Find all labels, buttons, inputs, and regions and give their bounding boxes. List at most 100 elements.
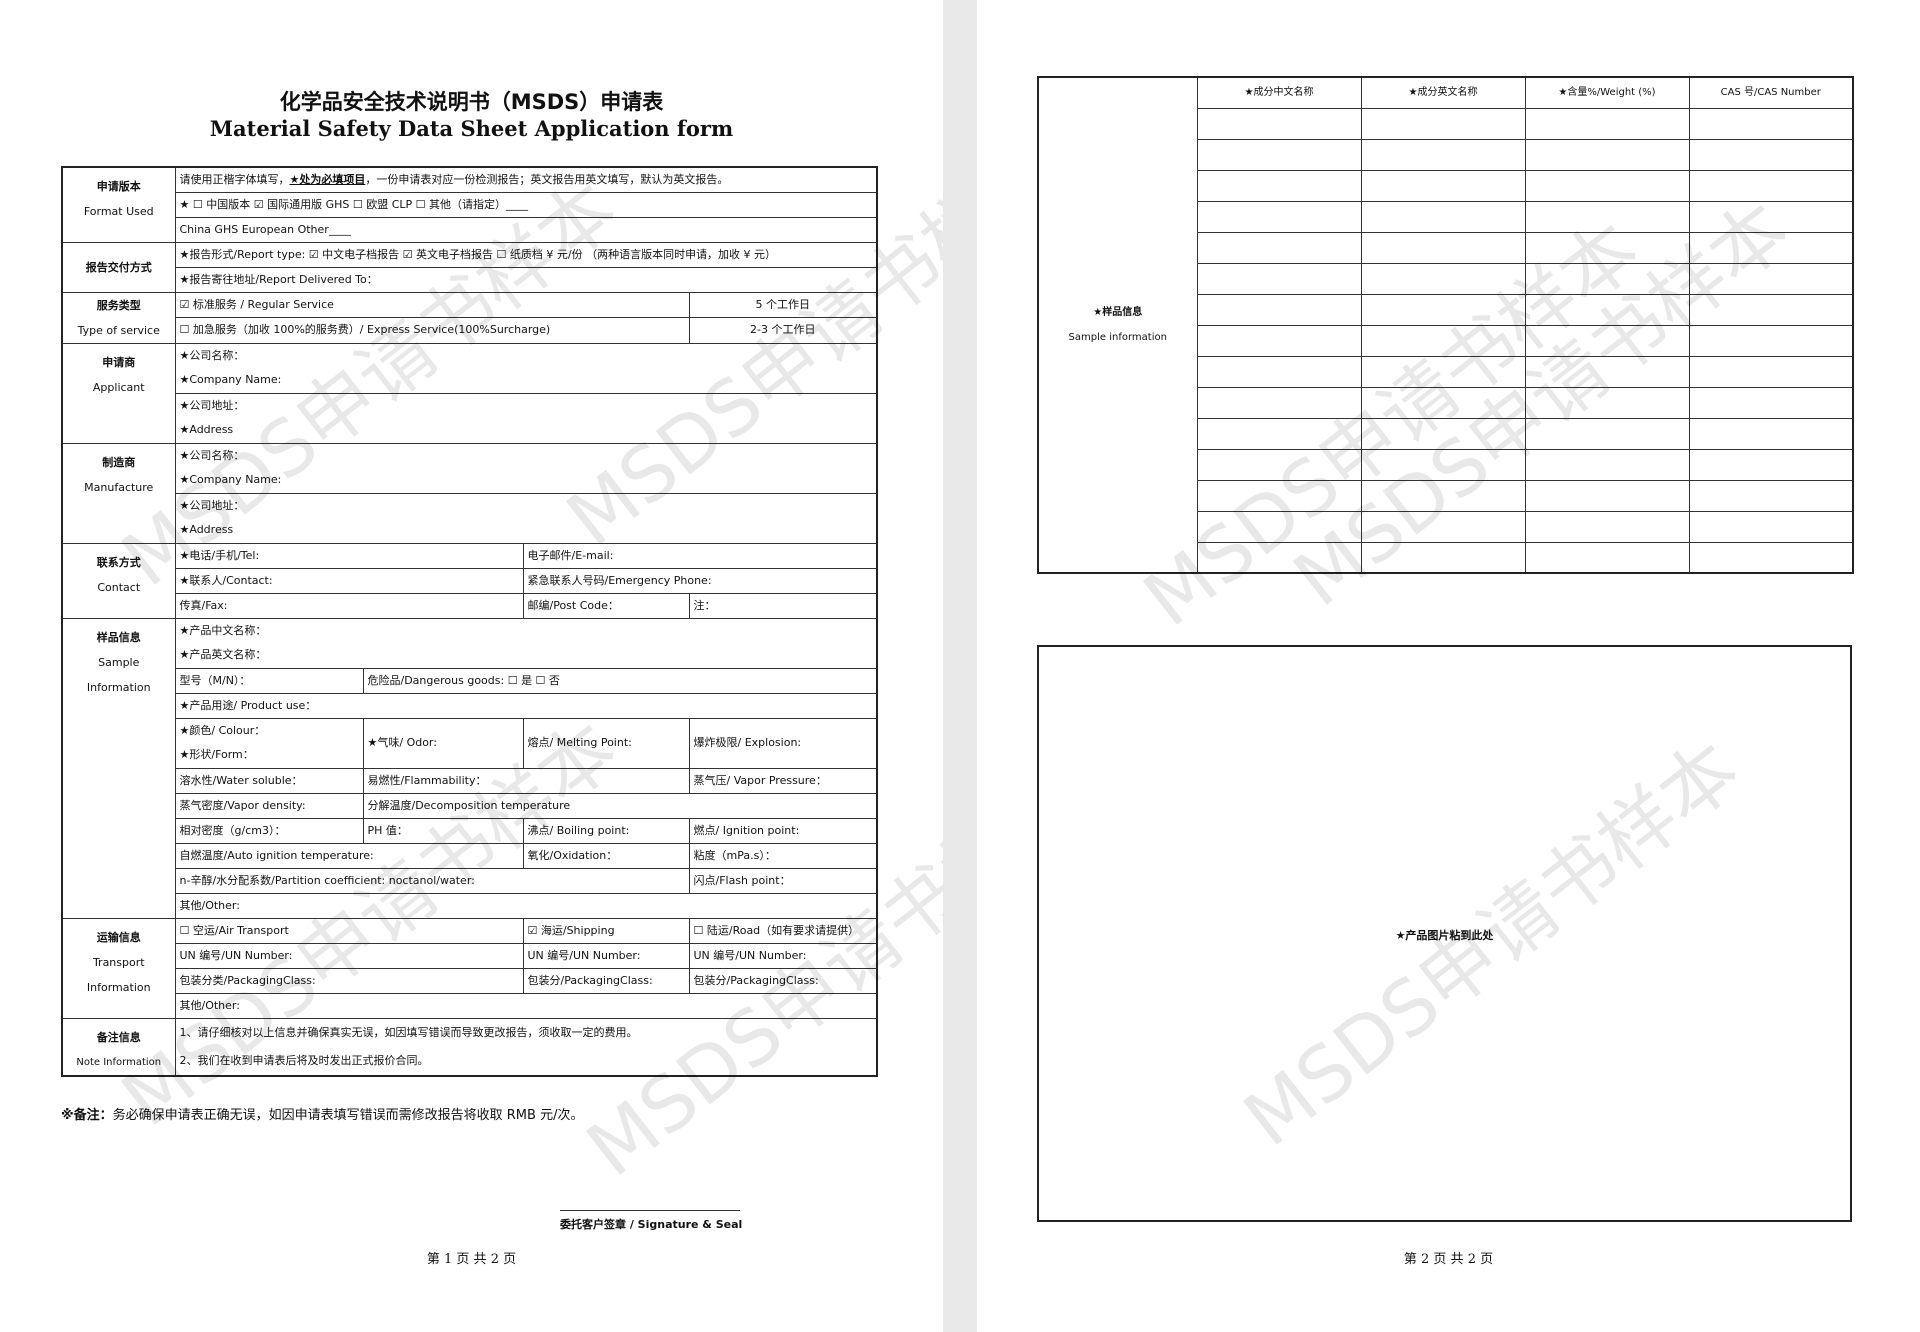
- decomposition-field[interactable]: 分解温度/Decomposition temperature: [362, 792, 878, 819]
- composition-cell[interactable]: [1196, 200, 1362, 233]
- applicant-address-cn-field[interactable]: ★公司地址：: [174, 392, 878, 418]
- composition-cell[interactable]: [1688, 262, 1854, 295]
- relative-density-field[interactable]: 相对密度（g/cm3）：: [174, 817, 364, 844]
- composition-cell[interactable]: [1688, 138, 1854, 171]
- melting-point-field[interactable]: 熔点/ Melting Point:: [522, 717, 690, 769]
- composition-cell[interactable]: [1688, 293, 1854, 326]
- sample-other-field[interactable]: 其他/Other:: [174, 892, 878, 919]
- composition-cell[interactable]: [1360, 262, 1526, 295]
- composition-cell[interactable]: [1688, 200, 1854, 233]
- composition-cell[interactable]: [1524, 293, 1690, 326]
- composition-cell[interactable]: [1196, 293, 1362, 326]
- composition-cell[interactable]: [1196, 324, 1362, 357]
- composition-cell[interactable]: [1524, 324, 1690, 357]
- product-photo-area[interactable]: ★产品图片粘到此处: [1037, 645, 1852, 1222]
- tel-field[interactable]: ★电话/手机/Tel:: [174, 542, 524, 569]
- applicant-company-en-field[interactable]: ★Company Name:: [174, 368, 878, 394]
- packaging-class-field-3[interactable]: 包装分/PackagingClass:: [688, 967, 878, 994]
- ignition-point-field[interactable]: 燃点/ Ignition point:: [688, 817, 878, 844]
- composition-cell[interactable]: [1196, 417, 1362, 450]
- partition-coefficient-field[interactable]: n-辛醇/水分配系数/Partition coefficient: noctan…: [174, 867, 690, 894]
- vapor-pressure-field[interactable]: 蒸气压/ Vapor Pressure：: [688, 767, 878, 794]
- ph-field[interactable]: PH 值：: [362, 817, 524, 844]
- composition-cell[interactable]: [1688, 231, 1854, 264]
- composition-cell[interactable]: [1524, 138, 1690, 171]
- oxidation-field[interactable]: 氧化/Oxidation：: [522, 842, 690, 869]
- post-code-field[interactable]: 邮编/Post Code：: [522, 592, 690, 619]
- colour-field[interactable]: ★颜色/ Colour：: [174, 717, 364, 743]
- composition-cell[interactable]: [1688, 386, 1854, 419]
- air-transport-option[interactable]: ☐ 空运/Air Transport: [174, 917, 524, 944]
- transport-other-field[interactable]: 其他/Other:: [174, 992, 878, 1019]
- product-name-cn-field[interactable]: ★产品中文名称：: [174, 617, 878, 643]
- composition-cell[interactable]: [1524, 355, 1690, 388]
- manufacturer-company-cn-field[interactable]: ★公司名称：: [174, 442, 878, 468]
- composition-cell[interactable]: [1360, 324, 1526, 357]
- email-field[interactable]: 电子邮件/E-mail:: [522, 542, 878, 569]
- composition-cell[interactable]: [1196, 169, 1362, 202]
- composition-cell[interactable]: [1688, 417, 1854, 450]
- contact-note-field[interactable]: 注：: [688, 592, 878, 619]
- manufacturer-address-cn-field[interactable]: ★公司地址：: [174, 492, 878, 518]
- composition-cell[interactable]: [1196, 262, 1362, 295]
- composition-cell[interactable]: [1688, 510, 1854, 543]
- composition-cell[interactable]: [1524, 386, 1690, 419]
- composition-cell[interactable]: [1360, 200, 1526, 233]
- un-number-field-2[interactable]: UN 编号/UN Number:: [522, 942, 690, 969]
- composition-cell[interactable]: [1360, 417, 1526, 450]
- composition-cell[interactable]: [1360, 231, 1526, 264]
- un-number-field-3[interactable]: UN 编号/UN Number:: [688, 942, 878, 969]
- flammability-field[interactable]: 易燃性/Flammability：: [362, 767, 690, 794]
- boiling-point-field[interactable]: 沸点/ Boiling point:: [522, 817, 690, 844]
- composition-cell[interactable]: [1524, 200, 1690, 233]
- composition-cell[interactable]: [1524, 417, 1690, 450]
- composition-cell[interactable]: [1196, 479, 1362, 512]
- composition-cell[interactable]: [1360, 107, 1526, 140]
- composition-cell[interactable]: [1196, 231, 1362, 264]
- fax-field[interactable]: 传真/Fax:: [174, 592, 524, 619]
- model-field[interactable]: 型号（M/N）：: [174, 667, 364, 694]
- composition-cell[interactable]: [1196, 355, 1362, 388]
- vapor-density-field[interactable]: 蒸气密度/Vapor density:: [174, 792, 364, 819]
- report-delivered-to-field[interactable]: ★报告寄往地址/Report Delivered To：: [174, 266, 878, 293]
- composition-cell[interactable]: [1360, 386, 1526, 419]
- odor-field[interactable]: ★气味/ Odor:: [362, 717, 524, 769]
- composition-cell[interactable]: [1360, 138, 1526, 171]
- composition-cell[interactable]: [1360, 479, 1526, 512]
- composition-cell[interactable]: [1196, 448, 1362, 481]
- composition-cell[interactable]: [1360, 510, 1526, 543]
- composition-cell[interactable]: [1524, 479, 1690, 512]
- composition-cell[interactable]: [1360, 541, 1526, 574]
- product-name-en-field[interactable]: ★产品英文名称：: [174, 643, 878, 669]
- composition-cell[interactable]: [1688, 107, 1854, 140]
- shipping-option[interactable]: ☑ 海运/Shipping: [522, 917, 690, 944]
- composition-cell[interactable]: [1524, 541, 1690, 574]
- express-service-option[interactable]: ☐ 加急服务（加收 100%的服务费）/ Express Service(100…: [174, 317, 690, 344]
- composition-cell[interactable]: [1688, 324, 1854, 357]
- composition-cell[interactable]: [1360, 293, 1526, 326]
- report-type-field[interactable]: ★报告形式/Report type: ☑ 中文电子档报告 ☑ 英文电子档报告 ☐…: [174, 241, 878, 268]
- auto-ignition-field[interactable]: 自燃温度/Auto ignition temperature:: [174, 842, 524, 869]
- manufacturer-address-en-field[interactable]: ★Address: [174, 518, 878, 544]
- composition-cell[interactable]: [1688, 479, 1854, 512]
- composition-cell[interactable]: [1688, 541, 1854, 574]
- composition-cell[interactable]: [1196, 138, 1362, 171]
- composition-cell[interactable]: [1524, 510, 1690, 543]
- composition-cell[interactable]: [1524, 262, 1690, 295]
- composition-cell[interactable]: [1360, 169, 1526, 202]
- composition-cell[interactable]: [1688, 448, 1854, 481]
- dangerous-goods-field[interactable]: 危险品/Dangerous goods: ☐ 是 ☐ 否: [362, 667, 878, 694]
- signature-line[interactable]: [560, 1210, 740, 1211]
- composition-cell[interactable]: [1688, 355, 1854, 388]
- applicant-address-en-field[interactable]: ★Address: [174, 418, 878, 444]
- composition-cell[interactable]: [1196, 386, 1362, 419]
- composition-cell[interactable]: [1524, 169, 1690, 202]
- explosion-field[interactable]: 爆炸极限/ Explosion:: [688, 717, 878, 769]
- flash-point-field[interactable]: 闪点/Flash point：: [688, 867, 878, 894]
- composition-cell[interactable]: [1524, 448, 1690, 481]
- composition-cell[interactable]: [1196, 107, 1362, 140]
- form-field[interactable]: ★形状/Form：: [174, 743, 364, 769]
- un-number-field-1[interactable]: UN 编号/UN Number:: [174, 942, 524, 969]
- water-soluble-field[interactable]: 溶水性/Water soluble：: [174, 767, 364, 794]
- regular-service-option[interactable]: ☑ 标准服务 / Regular Service: [174, 291, 690, 318]
